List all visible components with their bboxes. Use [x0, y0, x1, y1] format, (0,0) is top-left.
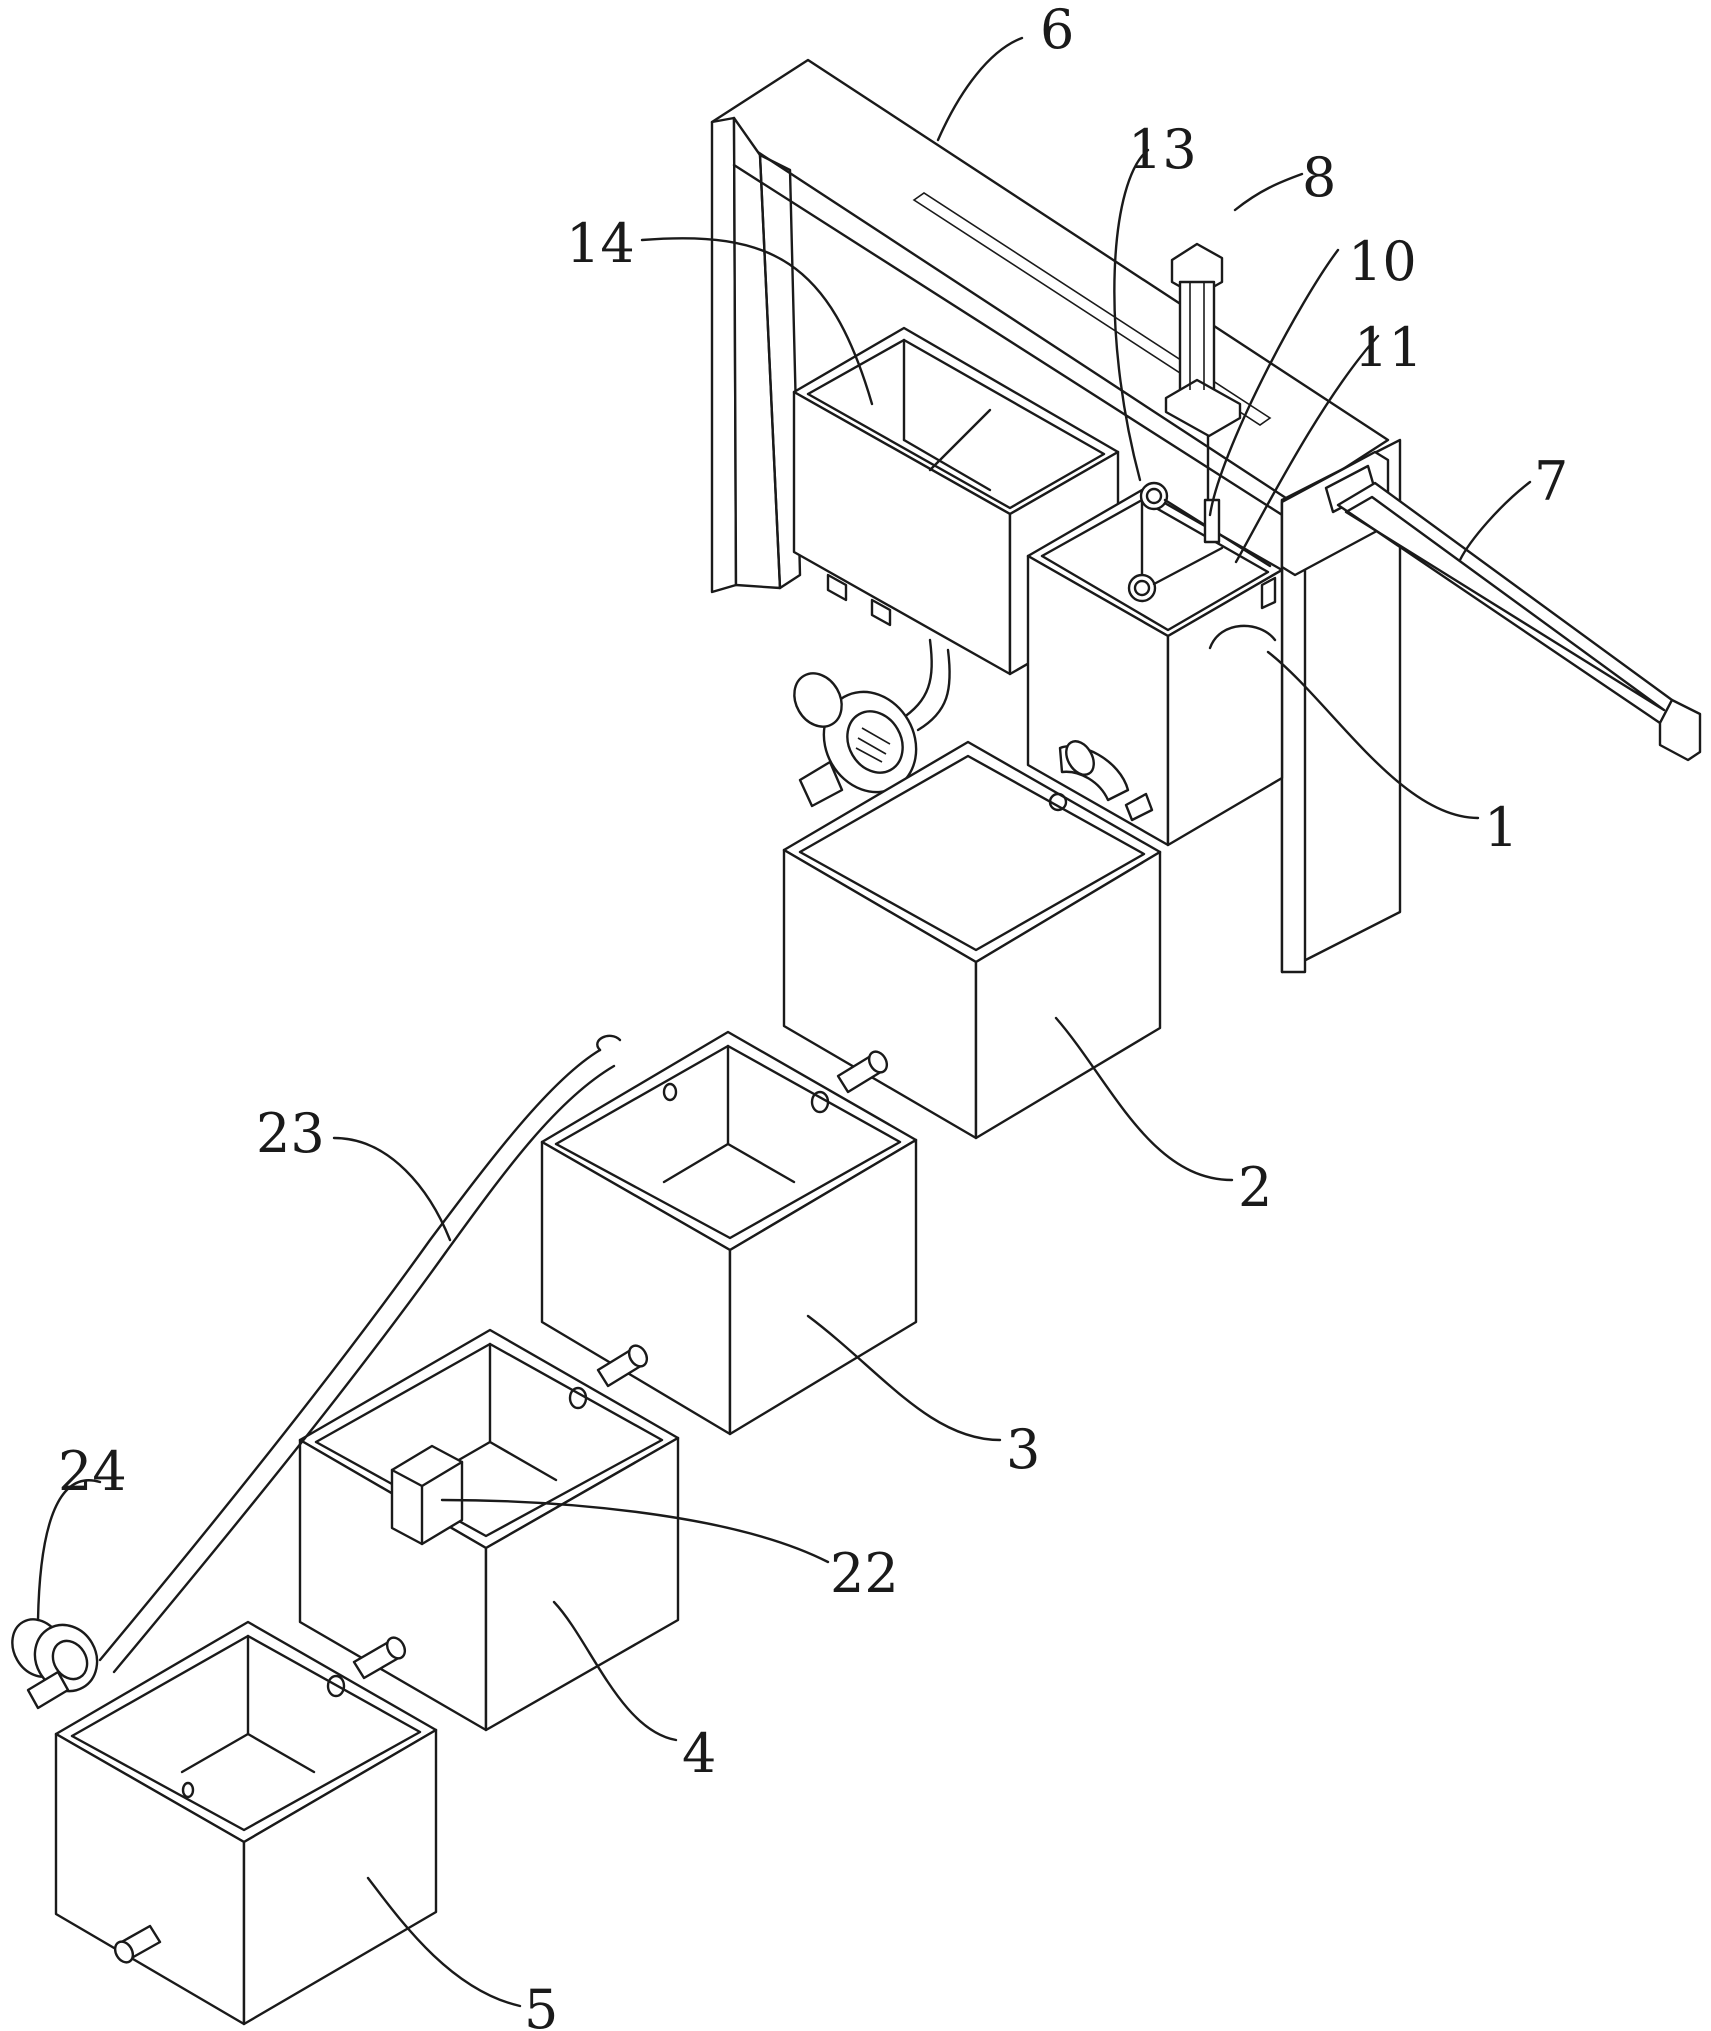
label-13: 13 — [1128, 118, 1197, 181]
label-11: 11 — [1354, 316, 1423, 379]
label-24: 24 — [58, 1440, 127, 1503]
label-8: 8 — [1302, 146, 1336, 209]
vertical-cylinder — [1164, 242, 1242, 542]
horizontal-cylinder — [1280, 450, 1702, 762]
label-14: 14 — [566, 212, 635, 275]
label-7: 7 — [1534, 450, 1568, 513]
label-22: 22 — [830, 1542, 899, 1605]
leader-lines — [36, 36, 1532, 2008]
box-4 — [298, 1328, 680, 1732]
return-pipe — [98, 1034, 622, 1674]
box-2 — [782, 740, 1162, 1140]
pump-motor-upper — [793, 672, 1154, 822]
callout-labels: 6 13 8 14 10 11 7 1 2 23 3 24 22 4 5 — [58, 0, 1568, 2031]
label-1: 1 — [1484, 796, 1518, 859]
box-5 — [54, 1620, 438, 2026]
label-23: 23 — [256, 1102, 325, 1165]
label-3: 3 — [1006, 1418, 1040, 1481]
label-4: 4 — [682, 1722, 716, 1785]
label-10: 10 — [1348, 230, 1417, 293]
box-3 — [540, 1030, 918, 1436]
label-5: 5 — [524, 1978, 558, 2031]
pump-24 — [11, 1618, 99, 1710]
label-2: 2 — [1238, 1156, 1272, 1219]
label-6: 6 — [1040, 0, 1074, 61]
box-1 — [1026, 481, 1284, 847]
